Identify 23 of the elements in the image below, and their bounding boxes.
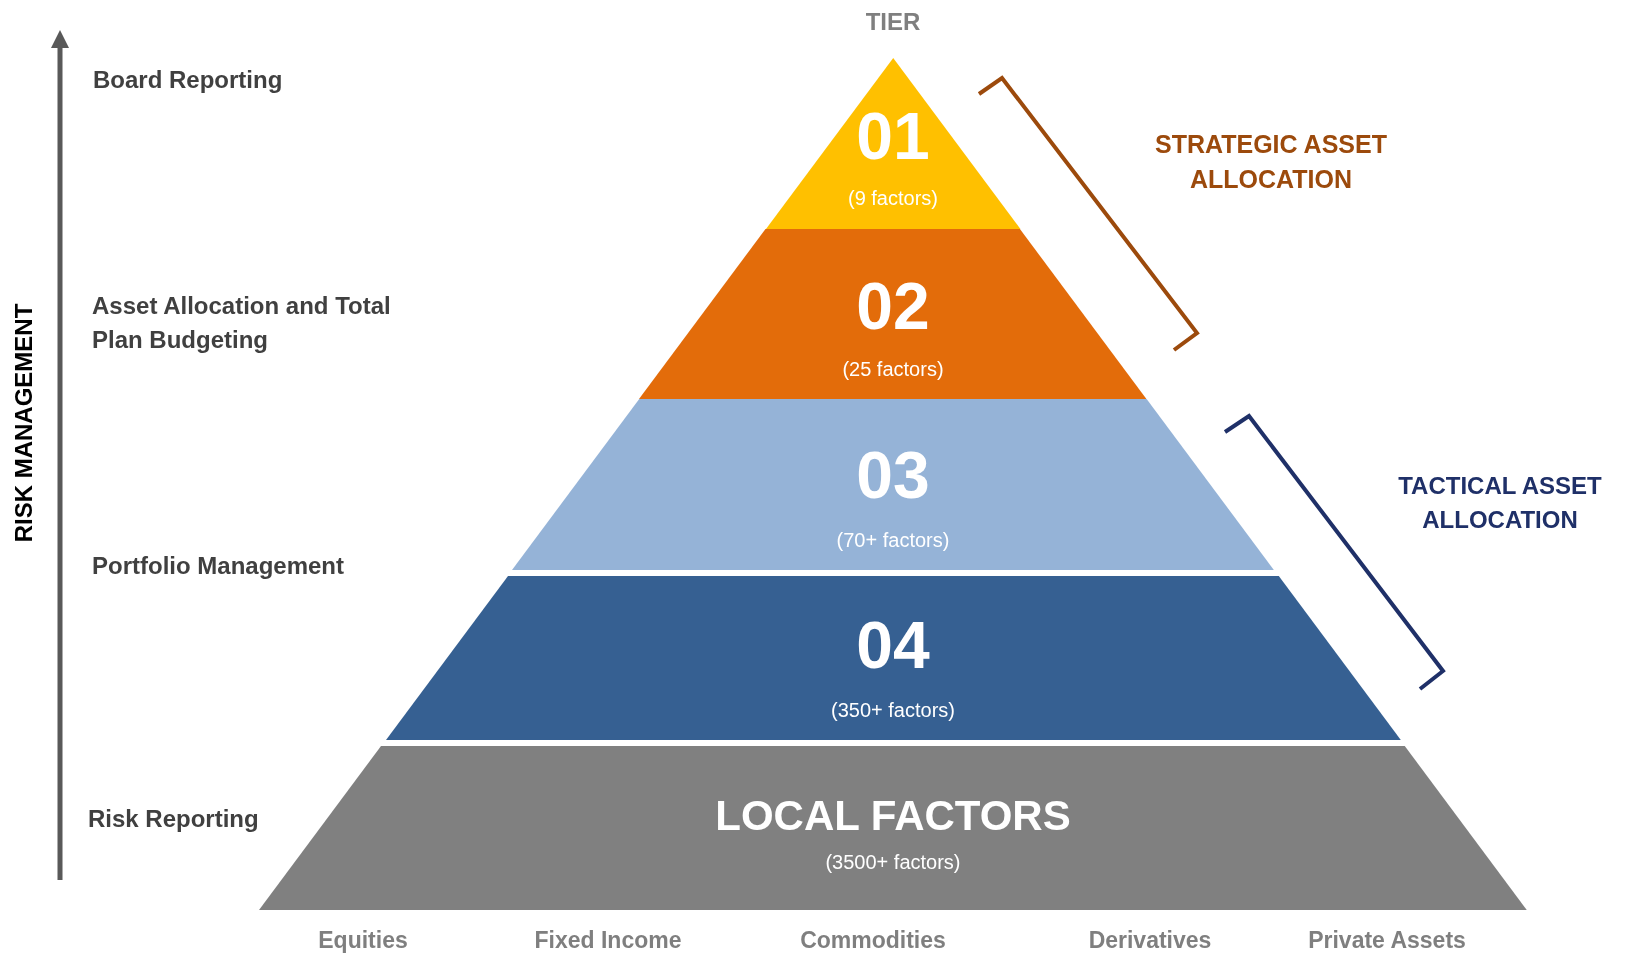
category-label: Derivatives <box>1087 925 1213 955</box>
category-label: Commodities <box>799 925 947 955</box>
factor-count: (350+ factors) <box>830 700 956 720</box>
factor-count: (9 factors) <box>846 188 939 208</box>
level-label: Portfolio Management <box>92 551 344 582</box>
factor-count: (25 factors) <box>841 359 945 379</box>
tier-number: 04 <box>855 612 931 678</box>
bracket-label: STRATEGIC ASSET ALLOCATION <box>1154 129 1388 195</box>
tier-number: 03 <box>855 442 931 508</box>
level-label: Board Reporting <box>93 65 283 96</box>
bracket-label: TACTICAL ASSET ALLOCATION <box>1397 471 1603 535</box>
tier-number: 01 <box>855 103 931 169</box>
tier-number: LOCAL FACTORS <box>714 795 1072 837</box>
category-label: Private Assets <box>1307 925 1467 955</box>
category-label: Fixed Income <box>533 925 683 955</box>
factor-count: (70+ factors) <box>835 530 951 550</box>
factor-count: (3500+ factors) <box>824 852 962 872</box>
level-label: Asset Allocation and Total Plan Budgeting <box>92 291 392 355</box>
heading: TIER <box>864 7 922 38</box>
axis-label: RISK MANAGEMENT <box>9 303 39 543</box>
level-label: Risk Reporting <box>88 804 259 835</box>
tier-number: 02 <box>855 273 931 339</box>
category-label: Equities <box>317 925 409 955</box>
